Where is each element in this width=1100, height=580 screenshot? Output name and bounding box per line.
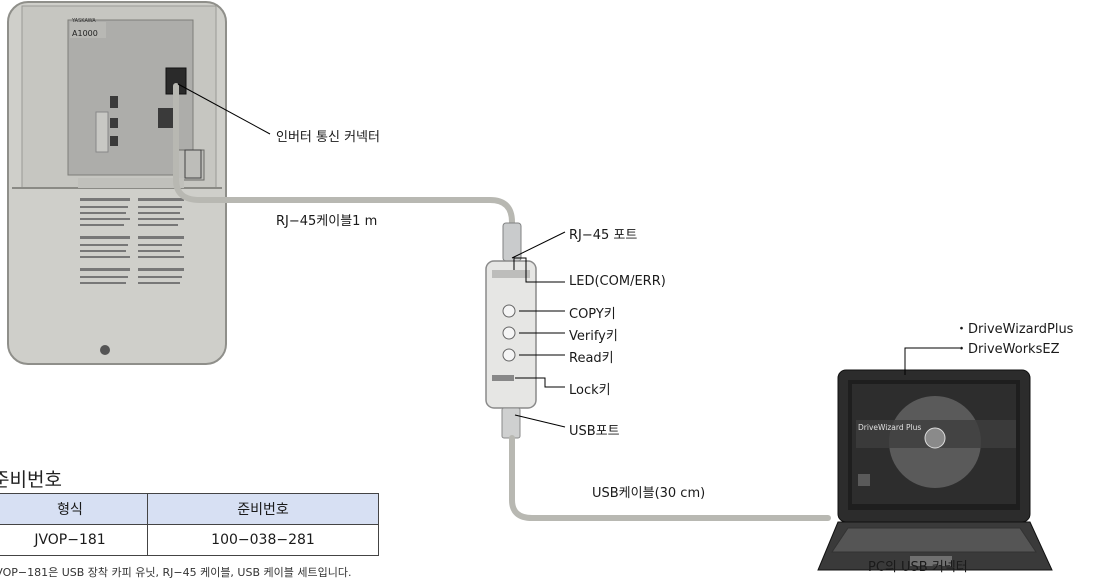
label-lock-key: Lock키 [569, 383, 611, 398]
header-part-number: 준비번호 [147, 493, 379, 525]
label-copy-key: COPY키 [569, 307, 616, 322]
inverter-drive: YASKAWA A1000 [7, 1, 227, 365]
inverter-brand-text: YASKAWA [71, 18, 96, 24]
laptop: DriveWizard Plus [817, 369, 1053, 571]
inverter-model-text: A1000 [72, 29, 98, 38]
table-row: JVOP−181 100−038−281 [0, 524, 379, 556]
label-verify-key: Verify키 [569, 329, 618, 344]
table-header-row: 형식 준비번호 [0, 493, 379, 525]
cell-model: JVOP−181 [0, 524, 148, 556]
usb-cable [509, 435, 831, 521]
leader-lines [177, 83, 960, 428]
label-inverter-port: 인버터 통신 커넥터 [276, 130, 380, 145]
label-usb-cable: USB케이블(30 cm) [592, 486, 706, 501]
parts-table: 형식 준비번호 JVOP−181 100−038−281 [0, 493, 379, 556]
label-rj45-port: RJ−45 포트 [569, 228, 638, 243]
label-software-1: ・DriveWizardPlus [955, 322, 1074, 337]
parts-table-title: 준비번호 [0, 469, 62, 491]
label-software-2: ・DriveWorksEZ [955, 342, 1060, 357]
cell-part-number: 100−038−281 [147, 524, 379, 556]
warning-label [80, 198, 184, 284]
usb-copy-unit [485, 222, 537, 439]
splash-text: DriveWizard Plus [858, 423, 921, 432]
label-usb-port: USB포트 [569, 424, 620, 439]
rj45-cable [173, 83, 515, 239]
header-model: 형식 [0, 493, 148, 525]
label-read-key: Read키 [569, 351, 614, 366]
label-led: LED(COM/ERR) [569, 274, 666, 289]
label-pc-usb: PC의 USB 커넥터 [868, 560, 968, 575]
parts-note: JVOP−181은 USB 장착 카피 유닛, RJ−45 케이블, USB 케… [0, 566, 352, 579]
label-rj45-cable: RJ−45케이블1 m [276, 214, 378, 229]
